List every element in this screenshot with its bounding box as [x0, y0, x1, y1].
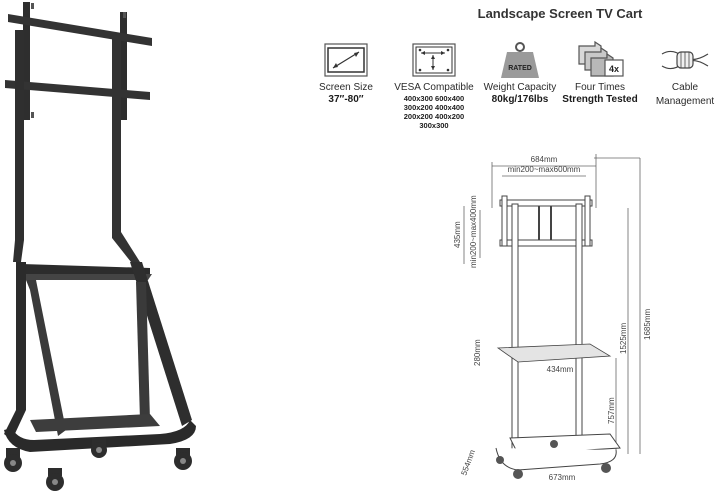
- dim-base-depth: 554mm: [459, 448, 477, 476]
- screen-size-icon: [324, 43, 368, 77]
- vesa-icon: [412, 43, 456, 77]
- feature-vesa-compatible: VESA Compatible 400x300 600x400 300x200 …: [392, 40, 476, 130]
- dim-overall-width: 684mm: [531, 155, 558, 164]
- feature-weight-capacity: RATED Weight Capacity 80kg/176lbs: [482, 40, 558, 106]
- dim-vesa-range-v: min200~max400mm: [469, 195, 478, 268]
- feature-screen-size: Screen Size 37″-80″: [314, 40, 378, 106]
- svg-text:4x: 4x: [609, 64, 619, 74]
- dim-shelf-depth: 280mm: [473, 339, 482, 366]
- dim-bracket-height: 435mm: [453, 221, 462, 248]
- svg-text:RATED: RATED: [508, 65, 532, 72]
- dim-total-height: 1685mm: [643, 309, 652, 340]
- cable-management-icon: [661, 50, 709, 70]
- strength-test-icon: 4x: [578, 40, 624, 77]
- dim-shelf-height: 1525mm: [619, 323, 628, 354]
- dim-shelf-width: 434mm: [547, 365, 574, 374]
- product-title: Landscape Screen TV Cart: [477, 6, 643, 21]
- dim-base-width: 673mm: [549, 473, 576, 482]
- feature-cable-management: Cable Management: [650, 40, 720, 108]
- weight-icon: RATED: [501, 42, 539, 78]
- dim-base-height: 757mm: [607, 397, 616, 424]
- feature-strength-tested: 4x Four Times Strength Tested: [560, 40, 640, 106]
- tv-cart-photo: [4, 2, 196, 491]
- dim-vesa-range-h: min200~max600mm: [508, 165, 581, 174]
- dimension-diagram: 684mm min200~max600mm 435mm min200~max40…: [453, 154, 652, 482]
